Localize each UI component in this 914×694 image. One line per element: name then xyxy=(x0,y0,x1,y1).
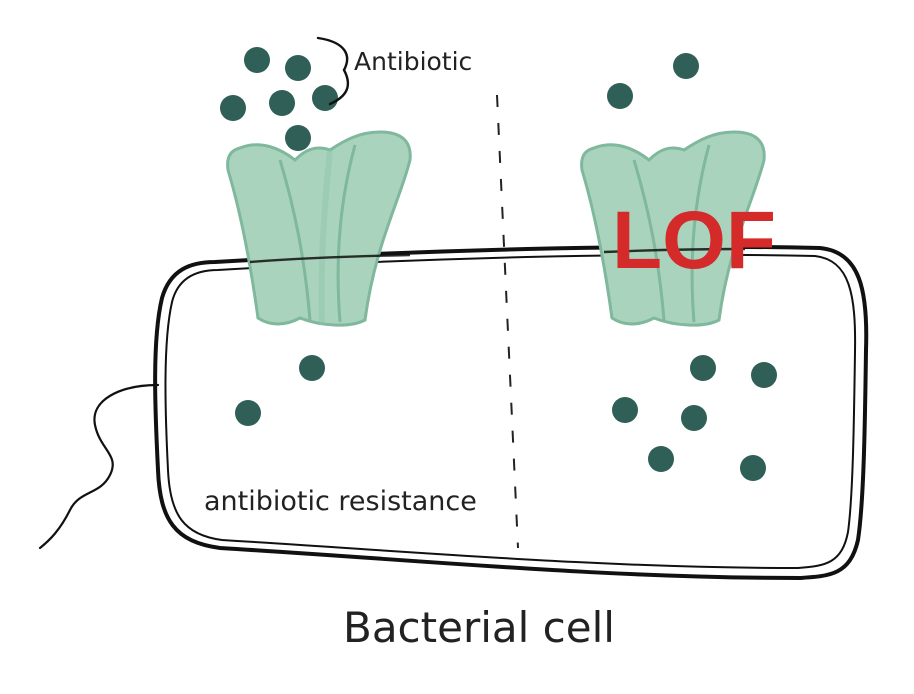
antibiotic-molecule-icon xyxy=(740,455,766,481)
antibiotic-molecule-icon xyxy=(612,397,638,423)
cell-label: Bacterial cell xyxy=(343,603,615,652)
porin-channel-left xyxy=(226,130,412,327)
resistance-label: antibiotic resistance xyxy=(204,486,477,517)
antibiotic-bracket xyxy=(316,36,350,106)
antibiotic-label: Antibiotic xyxy=(354,47,472,76)
antibiotic-molecule-icon xyxy=(269,90,295,116)
antibiotic-molecule-icon xyxy=(285,125,311,151)
antibiotic-molecule-icon xyxy=(312,85,338,111)
antibiotic-molecules-right-inside xyxy=(612,355,777,481)
antibiotic-molecule-icon xyxy=(235,400,261,426)
antibiotic-molecule-icon xyxy=(220,95,246,121)
lof-label: LOF xyxy=(612,195,776,286)
antibiotic-molecule-icon xyxy=(681,405,707,431)
antibiotic-molecules-left-outside xyxy=(220,47,338,151)
antibiotic-molecule-icon xyxy=(607,83,633,109)
antibiotic-molecule-icon xyxy=(285,55,311,81)
cell-membrane xyxy=(153,244,869,580)
antibiotic-molecule-icon xyxy=(299,355,325,381)
antibiotic-molecule-icon xyxy=(673,53,699,79)
antibiotic-molecules-left-inside xyxy=(235,355,325,426)
porin-channel-right xyxy=(580,130,766,327)
antibiotic-molecule-icon xyxy=(244,47,270,73)
divider-line xyxy=(496,94,519,549)
antibiotic-molecule-icon xyxy=(751,362,777,388)
antibiotic-molecule-icon xyxy=(648,446,674,472)
flagellum-icon xyxy=(38,383,160,550)
antibiotic-molecule-icon xyxy=(690,355,716,381)
antibiotic-molecules-right-outside xyxy=(607,53,699,109)
